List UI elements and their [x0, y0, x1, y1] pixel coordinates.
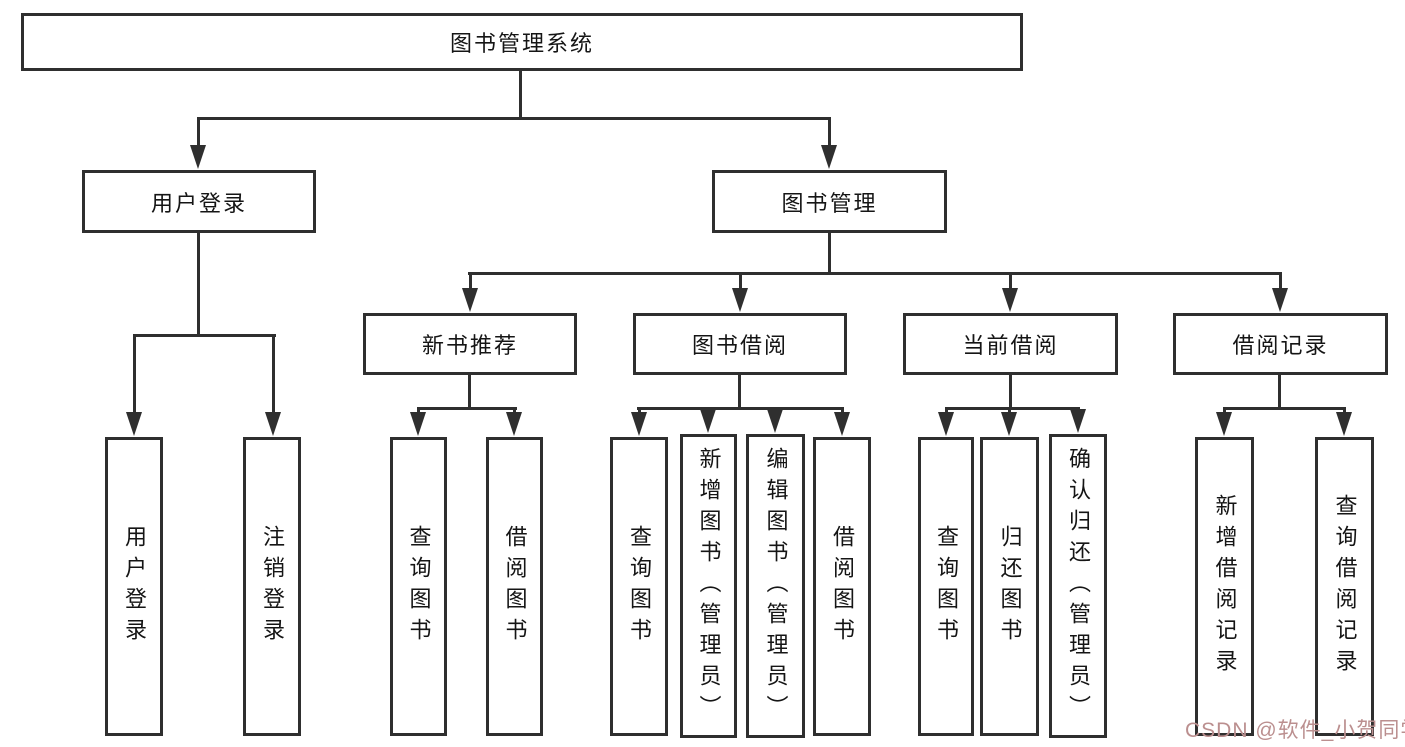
node-leaf-return-book: 归还图书 [980, 437, 1039, 736]
arrow-down-icon [126, 412, 142, 436]
connector-arrow-shaft [828, 117, 831, 147]
connector-arrow-shaft [197, 117, 200, 147]
arrow-down-icon [631, 412, 647, 436]
node-leaf-logout: 注销登录 [243, 437, 301, 736]
node-label: 图书借阅 [691, 333, 788, 358]
connector-line [417, 407, 517, 410]
node-new-book-rec: 新书推荐 [363, 313, 577, 375]
node-label: 查询借阅记录 [1332, 493, 1358, 680]
node-leaf-borrow-book-b: 借阅图书 [813, 437, 871, 736]
arrow-down-icon [265, 412, 281, 436]
arrow-down-icon [834, 412, 850, 436]
node-borrow-records: 借阅记录 [1173, 313, 1388, 375]
connector-arrow-shaft [1009, 272, 1012, 290]
connector-arrow-shaft [417, 407, 420, 414]
node-leaf-borrow-book-a: 借阅图书 [486, 437, 543, 736]
node-leaf-user-login: 用户登录 [105, 437, 163, 736]
connector-line [1278, 375, 1281, 409]
node-label: 确认归还（管理员） [1066, 446, 1091, 726]
connector-line [738, 375, 741, 409]
arrow-down-icon [938, 412, 954, 436]
arrow-down-icon [1216, 412, 1232, 436]
node-label: 注销登录 [260, 524, 285, 649]
connector-line [197, 233, 200, 336]
node-label: 借阅图书 [830, 524, 855, 649]
node-label: 借阅图书 [502, 524, 528, 649]
node-label: 新增借阅记录 [1212, 493, 1238, 680]
connector-line [945, 407, 1079, 410]
connector-arrow-shaft [1343, 407, 1346, 414]
arrow-down-icon [190, 145, 206, 169]
node-label: 查询图书 [934, 524, 959, 649]
connector-arrow-shaft [469, 272, 472, 290]
arrow-down-icon [1001, 412, 1017, 436]
node-leaf-add-book-admin: 新增图书（管理员） [680, 434, 737, 738]
node-leaf-query-borrow-rec: 查询借阅记录 [1315, 437, 1374, 736]
node-book-mgmt: 图书管理 [712, 170, 947, 233]
arrow-down-icon [410, 412, 426, 436]
node-label: 新书推荐 [421, 333, 518, 358]
connector-arrow-shaft [945, 407, 948, 414]
arrow-down-icon [1272, 288, 1288, 312]
arrow-down-icon [1070, 409, 1086, 433]
connector-line [133, 334, 276, 337]
node-leaf-query-book-a: 查询图书 [390, 437, 447, 736]
connector-arrow-shaft [739, 272, 742, 290]
connector-line [197, 117, 831, 120]
node-leaf-add-borrow-rec: 新增借阅记录 [1195, 437, 1254, 736]
connector-line [1009, 375, 1012, 409]
node-label: 新增图书（管理员） [696, 446, 722, 726]
node-label: 用户登录 [122, 524, 147, 649]
connector-arrow-shaft [841, 407, 844, 414]
node-leaf-query-book-b: 查询图书 [610, 437, 668, 736]
connector-line [637, 407, 844, 410]
connector-arrow-shaft [272, 334, 275, 414]
connector-arrow-shaft [638, 407, 641, 414]
node-book-borrow: 图书借阅 [633, 313, 847, 375]
node-label: 用户登录 [150, 190, 247, 216]
node-user-login: 用户登录 [82, 170, 316, 233]
connector-line [468, 272, 1282, 275]
arrow-down-icon [506, 412, 522, 436]
node-label: 图书管理 [781, 190, 878, 216]
node-label: 图书管理系统 [449, 31, 594, 56]
node-root: 图书管理系统 [21, 13, 1023, 71]
node-leaf-confirm-return: 确认归还（管理员） [1049, 434, 1107, 738]
arrow-down-icon [1002, 288, 1018, 312]
node-label: 当前借阅 [962, 333, 1059, 358]
arrow-down-icon [1336, 412, 1352, 436]
node-leaf-query-book-c: 查询图书 [918, 437, 974, 736]
node-label: 查询图书 [627, 524, 652, 649]
watermark: CSDN @软件_小贺同学 [1185, 719, 1405, 742]
connector-line [468, 375, 471, 409]
node-leaf-edit-book-admin: 编辑图书（管理员） [746, 434, 805, 738]
connector-arrow-shaft [1279, 272, 1282, 290]
connector-arrow-shaft [133, 334, 136, 414]
node-label: 编辑图书（管理员） [763, 446, 789, 726]
arrow-down-icon [821, 145, 837, 169]
connector-arrow-shaft [1008, 407, 1011, 414]
connector-arrow-shaft [1223, 407, 1226, 414]
node-label: 借阅记录 [1232, 333, 1329, 358]
arrow-down-icon [732, 288, 748, 312]
node-label: 归还图书 [997, 524, 1023, 649]
connector-line [828, 233, 831, 274]
connector-arrow-shaft [513, 407, 516, 414]
node-label: 查询图书 [406, 524, 432, 649]
arrow-down-icon [767, 409, 783, 433]
node-current-borrow: 当前借阅 [903, 313, 1118, 375]
arrow-down-icon [462, 288, 478, 312]
connector-line [1223, 407, 1346, 410]
connector-line [519, 70, 522, 119]
arrow-down-icon [700, 409, 716, 433]
